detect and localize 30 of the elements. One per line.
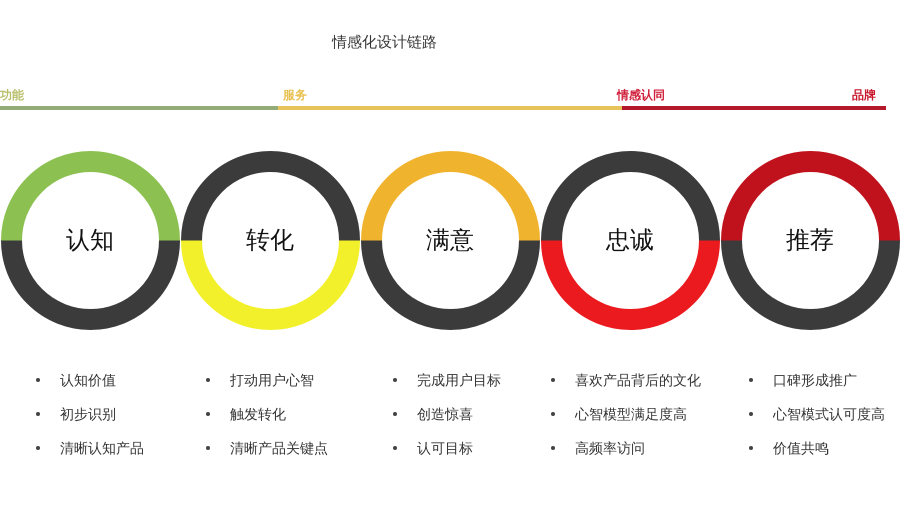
bullet-text: 认可目标 xyxy=(417,439,473,457)
stage-bar-label: 品牌 xyxy=(852,88,876,102)
stage-label: 转化 xyxy=(246,226,294,256)
stage-label: 满意 xyxy=(426,226,474,256)
bullet-text: 初步识别 xyxy=(60,405,116,423)
bullet-text: 心智模型满足度高 xyxy=(575,405,687,423)
stage-label: 认知 xyxy=(66,226,114,256)
stage-ring xyxy=(360,150,540,330)
stage-label: 推荐 xyxy=(786,226,834,256)
bullet-text: 完成用户目标 xyxy=(417,371,501,389)
bullet-text: 创造惊喜 xyxy=(417,405,473,423)
stage-ring xyxy=(540,150,720,330)
bullet-text: 触发转化 xyxy=(230,405,286,423)
bullet-text: 高频率访问 xyxy=(575,439,645,457)
bullet-text: 打动用户心智 xyxy=(230,371,314,389)
bullet-text: 口碑形成推广 xyxy=(773,371,857,389)
bullet-text: 清晰产品关键点 xyxy=(230,439,328,457)
stage-bar-label: 功能 xyxy=(0,88,24,102)
stage-ring xyxy=(0,150,180,330)
stage-bar-label: 情感认同 xyxy=(617,88,665,102)
stage-bar-label: 服务 xyxy=(283,88,307,102)
stage-label: 忠诚 xyxy=(606,226,654,256)
bullet-text: 心智模式认可度高 xyxy=(773,405,885,423)
stage-ring xyxy=(720,150,900,330)
stage-ring xyxy=(180,150,360,330)
title: 情感化设计链路 xyxy=(332,33,437,52)
bullet-text: 认知价值 xyxy=(60,371,116,389)
bullet-text: 清晰认知产品 xyxy=(60,439,144,457)
bullet-text: 价值共鸣 xyxy=(773,439,829,457)
bullet-text: 喜欢产品背后的文化 xyxy=(575,371,701,389)
